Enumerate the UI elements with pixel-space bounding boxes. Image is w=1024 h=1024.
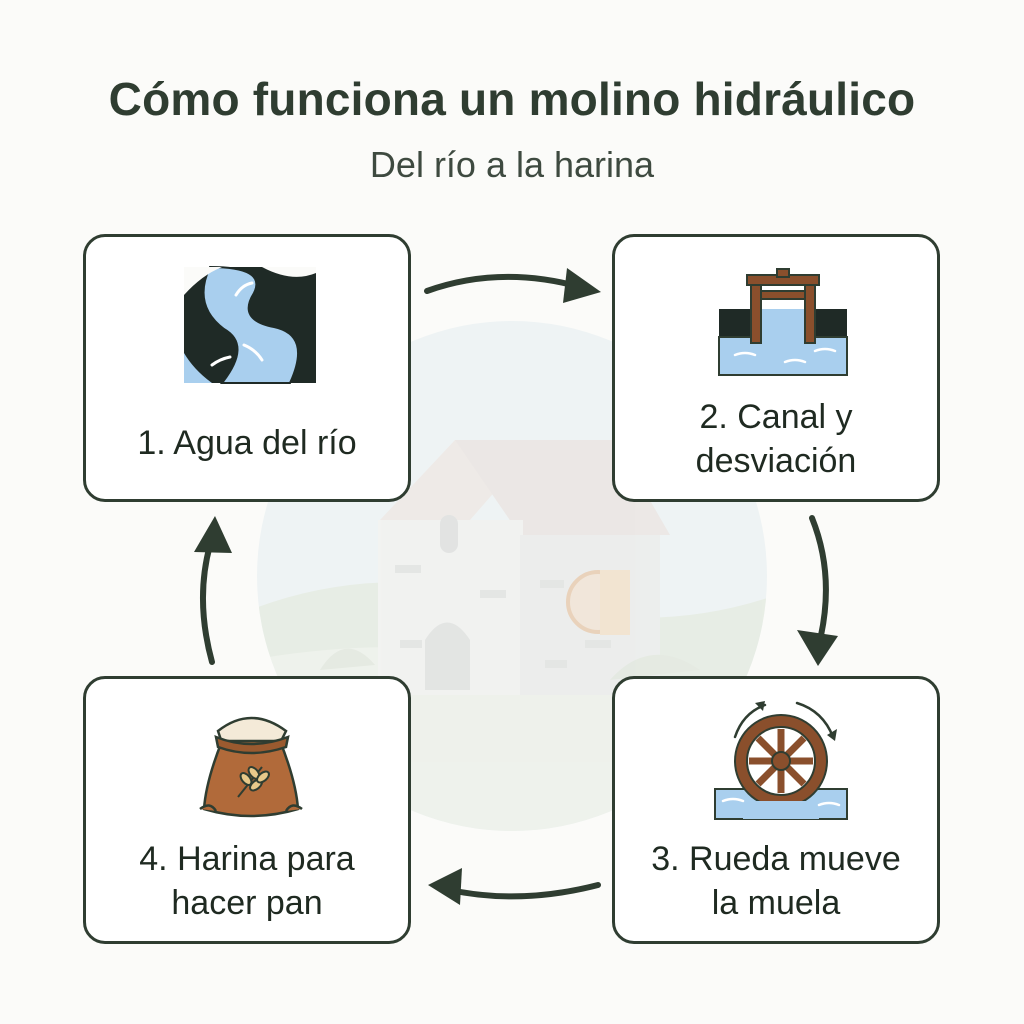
river-icon	[184, 265, 316, 384]
step-4-label-line-1: 4. Harina para	[139, 840, 355, 878]
step-1-label: 1. Agua del río	[137, 424, 357, 462]
flour-sack-icon	[199, 716, 303, 818]
step-4-label-line-2: hacer pan	[171, 884, 323, 922]
step-card-1: 1. Agua del río	[83, 234, 411, 502]
page-subtitle: Del río a la harina	[369, 144, 655, 185]
step-3-label-line-1: 3. Rueda mueve	[651, 840, 901, 878]
water-wheel-icon	[714, 701, 848, 820]
step-3-label-line-2: la muela	[711, 884, 841, 922]
page-title: Cómo funciona un molino hidráulico	[108, 73, 916, 125]
sluice-gate-icon	[718, 268, 848, 376]
step-card-2: 2. Canal y desviación	[612, 234, 940, 502]
step-card-3: 3. Rueda mueve la muela	[612, 676, 940, 944]
step-2-label-line-1: 2. Canal y	[699, 398, 853, 436]
step-card-4: 4. Harina para hacer pan	[83, 676, 411, 944]
step-2-label-line-2: desviación	[695, 442, 857, 480]
